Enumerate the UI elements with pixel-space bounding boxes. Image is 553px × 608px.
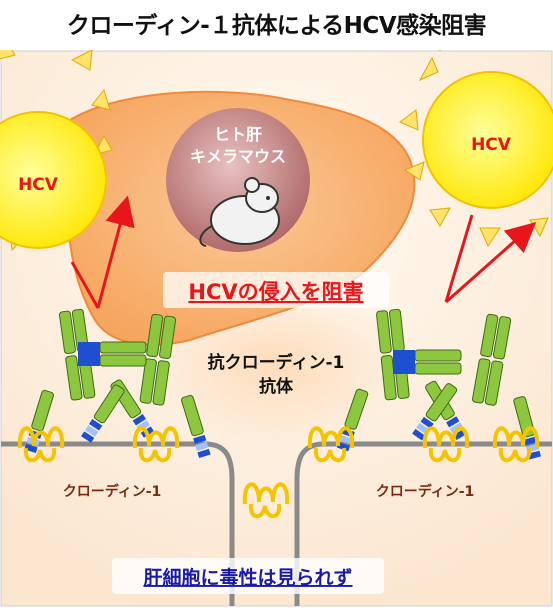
antibody-binding-stripe bbox=[524, 436, 538, 446]
antibody-binding-stripe bbox=[420, 416, 434, 429]
antibody-stem-segment bbox=[480, 313, 499, 358]
antibody-stem-segment bbox=[376, 310, 392, 354]
antibody bbox=[81, 313, 211, 458]
claudin-receptor bbox=[422, 426, 470, 449]
blocked-entry-arrow-left bbox=[70, 195, 135, 309]
claudin-receptor bbox=[17, 426, 65, 449]
antibody-label-line2: 抗体 bbox=[259, 376, 294, 397]
mouse-icon bbox=[166, 108, 310, 252]
claudin-receptor-inner-loop bbox=[248, 503, 282, 519]
claudin-receptor-inner-loop bbox=[23, 447, 57, 463]
mouse-label-line2: キメラマウス bbox=[190, 147, 286, 166]
inhibit-label: HCVの侵入を阻害 bbox=[188, 280, 363, 304]
antibody-binding-stripe bbox=[132, 414, 146, 426]
inhibit-label-box bbox=[163, 272, 389, 308]
claudin-label-left: クローディン-1 bbox=[63, 483, 162, 500]
antibody-stem-segment bbox=[58, 310, 76, 355]
hcv-label-left: HCV bbox=[18, 175, 59, 195]
claudin-receptor-inner-loop bbox=[313, 447, 347, 463]
antibody-stem-segment bbox=[380, 355, 397, 401]
blocked-entry-arrow-right bbox=[444, 214, 537, 304]
antibody-arm-segment bbox=[31, 389, 54, 432]
claudin-receptor bbox=[307, 426, 355, 449]
antibody-binding-stripe bbox=[336, 441, 351, 452]
claudin-receptor bbox=[242, 482, 290, 505]
no-toxicity-label: 肝細胞に毒性は見られず bbox=[143, 566, 352, 589]
antibody-binding-stripe bbox=[193, 434, 207, 444]
no-toxicity-label-box bbox=[112, 558, 384, 594]
mouse-label-line1: ヒト肝 bbox=[214, 125, 262, 144]
antibody-stem-segment bbox=[159, 315, 177, 360]
hcv-label-right: HCV bbox=[471, 135, 512, 155]
antibody-fragment-segment bbox=[414, 362, 462, 375]
antibody-binding-stripe bbox=[446, 416, 460, 428]
claudin-receptor-inner-loop bbox=[498, 447, 532, 463]
antibody-label-line1: 抗クローディン-1 bbox=[208, 352, 345, 373]
antibody-fragment-segment bbox=[414, 349, 462, 362]
claudin-receptor bbox=[132, 426, 180, 449]
antibody-fragment bbox=[393, 349, 462, 375]
antibody-binding-stripe bbox=[85, 425, 99, 437]
page-title: クローディン-１抗体によるHCV感染阻害 bbox=[66, 13, 487, 39]
antibody-fragment-segment bbox=[99, 341, 147, 354]
antibody-binding-stripe bbox=[89, 419, 103, 431]
hcv-virus-left bbox=[0, 50, 113, 252]
antibody-binding-stripe bbox=[412, 428, 426, 441]
antibody-binding-stripe bbox=[393, 350, 415, 374]
claudin-receptor-inner-loop bbox=[138, 447, 172, 463]
antibody-binding-stripe bbox=[195, 441, 209, 451]
antibody-arm-segment bbox=[93, 384, 125, 424]
claudin-receptor bbox=[492, 426, 540, 449]
antibody-arm-segment bbox=[425, 383, 458, 422]
antibody-binding-stripe bbox=[527, 450, 541, 460]
antibody-fragment bbox=[78, 341, 147, 367]
claudin-receptor-inner-loop bbox=[428, 447, 462, 463]
antibody-stem-segment bbox=[492, 316, 512, 360]
antibody-binding-stripe bbox=[24, 443, 38, 453]
antibody-binding-stripe bbox=[78, 342, 100, 366]
antibody-stem-segment bbox=[146, 313, 164, 358]
antibody-fragment-segment bbox=[99, 354, 147, 367]
antibody-stem-segment bbox=[484, 360, 504, 406]
antibody-binding-stripe bbox=[339, 435, 353, 445]
antibody-stem-segment bbox=[152, 360, 170, 406]
antibody-stem-segment bbox=[139, 358, 157, 404]
antibody-arm-segment bbox=[181, 394, 204, 437]
antibody-stem-segment bbox=[65, 355, 83, 401]
antibody-binding-stripe bbox=[81, 431, 95, 443]
claudin-label-right: クローディン-1 bbox=[376, 483, 475, 500]
antibody-binding-stripe bbox=[197, 448, 211, 458]
claudin-receptor-group bbox=[17, 426, 540, 519]
hcv-inhibition-diagram: ヒト肝 キメラマウス HCV bbox=[0, 50, 553, 607]
antibody-stem-segment bbox=[471, 358, 491, 404]
